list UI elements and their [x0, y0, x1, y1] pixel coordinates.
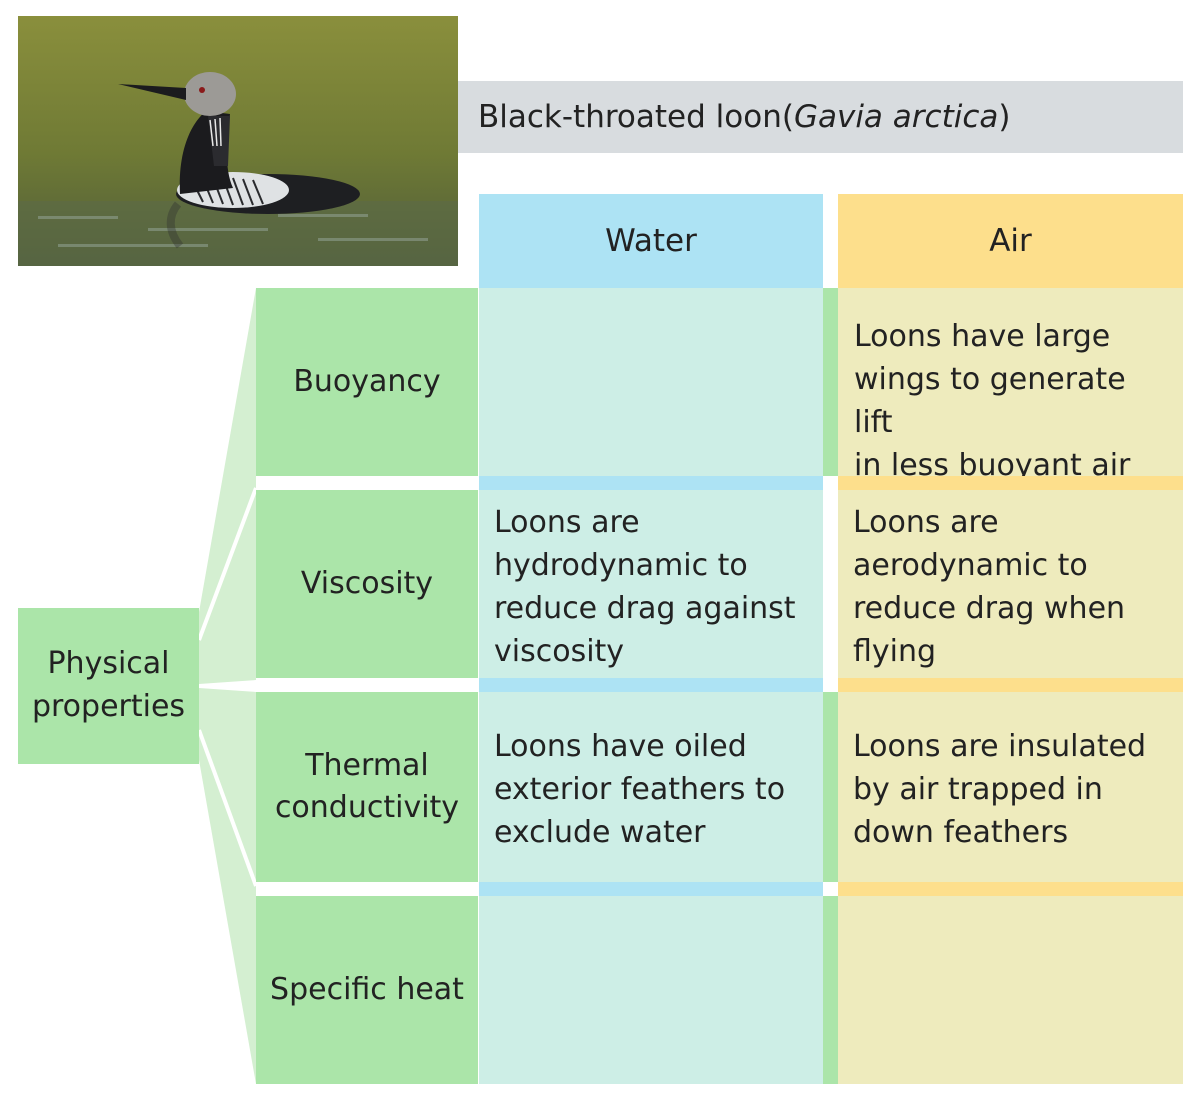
node-text: properties	[31, 689, 186, 724]
cell-line: exterior feathers to	[494, 771, 786, 807]
column-header-water: Water	[479, 194, 823, 288]
row-label-text: Buoyancy	[293, 364, 441, 399]
row-label-text: Viscosity	[300, 566, 434, 601]
cell-thermal-air: Loons are insulated by air trapped in do…	[838, 692, 1183, 882]
cell-line: Loons have oiled	[494, 729, 747, 764]
row-label-specific-heat: Specific heat	[256, 896, 478, 1084]
row-strip-air	[838, 476, 1183, 490]
cell-line: reduce drag against	[494, 590, 796, 626]
row-strip-water	[479, 678, 823, 692]
cell-line: Loons are insulated	[853, 729, 1147, 764]
cell-buoyancy-air: Loons have large wings to generate lift …	[838, 288, 1183, 483]
row-label-buoyancy: Buoyancy	[256, 288, 478, 476]
row-label-text: conductivity	[274, 790, 460, 825]
cell-thermal-water: Loons have oiled exterior feathers to ex…	[479, 692, 823, 882]
cell-line: Loons have large	[854, 319, 1111, 354]
divider-strip	[823, 896, 838, 1084]
common-name: Black-throated loon	[478, 99, 782, 135]
close-paren: )	[998, 99, 1011, 135]
cell-line: Loons are	[494, 505, 640, 540]
cell-line: viscosity	[494, 633, 625, 669]
physical-properties-node: Physical properties	[18, 608, 199, 764]
row-strip-water	[479, 476, 823, 490]
connector-line-1	[197, 487, 258, 641]
node-text: Physical	[47, 646, 170, 682]
cell-buoyancy-water	[479, 288, 823, 476]
connector-line-3	[197, 729, 258, 887]
row-label-thermal-conductivity: Thermal conductivity	[256, 692, 478, 882]
row-strip-air	[838, 882, 1183, 896]
loon-photo	[18, 16, 458, 266]
row-strip-water	[479, 882, 823, 896]
cell-specific-heat-water	[479, 896, 823, 1084]
cell-line: by air trapped in	[853, 771, 1103, 807]
row-label-text: Thermal	[305, 748, 429, 783]
scientific-name: Gavia arctica	[793, 99, 999, 135]
cell-line: exclude water	[494, 814, 706, 850]
open-paren: (	[781, 99, 794, 135]
column-header-air: Air	[838, 194, 1183, 288]
cell-line: down feathers	[853, 814, 1069, 850]
divider-strip	[823, 288, 838, 476]
row-label-text: Specific heat	[270, 972, 464, 1007]
row-strip-air	[838, 678, 1183, 692]
cell-line: reduce drag when	[853, 590, 1126, 626]
species-title-bar: Black-throated loon (Gavia arctica)	[458, 81, 1183, 153]
cell-line: Loons are	[853, 505, 999, 540]
cell-viscosity-water: Loons are hydrodynamic to reduce drag ag…	[479, 490, 823, 678]
cell-line: hydrodynamic to	[494, 547, 748, 583]
divider-strip	[823, 692, 838, 882]
connector-gap-2	[199, 680, 256, 692]
cell-line: flying	[853, 633, 937, 669]
cell-line: wings to generate lift	[854, 361, 1126, 440]
cell-line: aerodynamic to	[853, 547, 1088, 583]
cell-viscosity-air: Loons are aerodynamic to reduce drag whe…	[838, 490, 1183, 678]
row-label-viscosity: Viscosity	[256, 490, 478, 678]
cell-specific-heat-air	[838, 896, 1183, 1084]
